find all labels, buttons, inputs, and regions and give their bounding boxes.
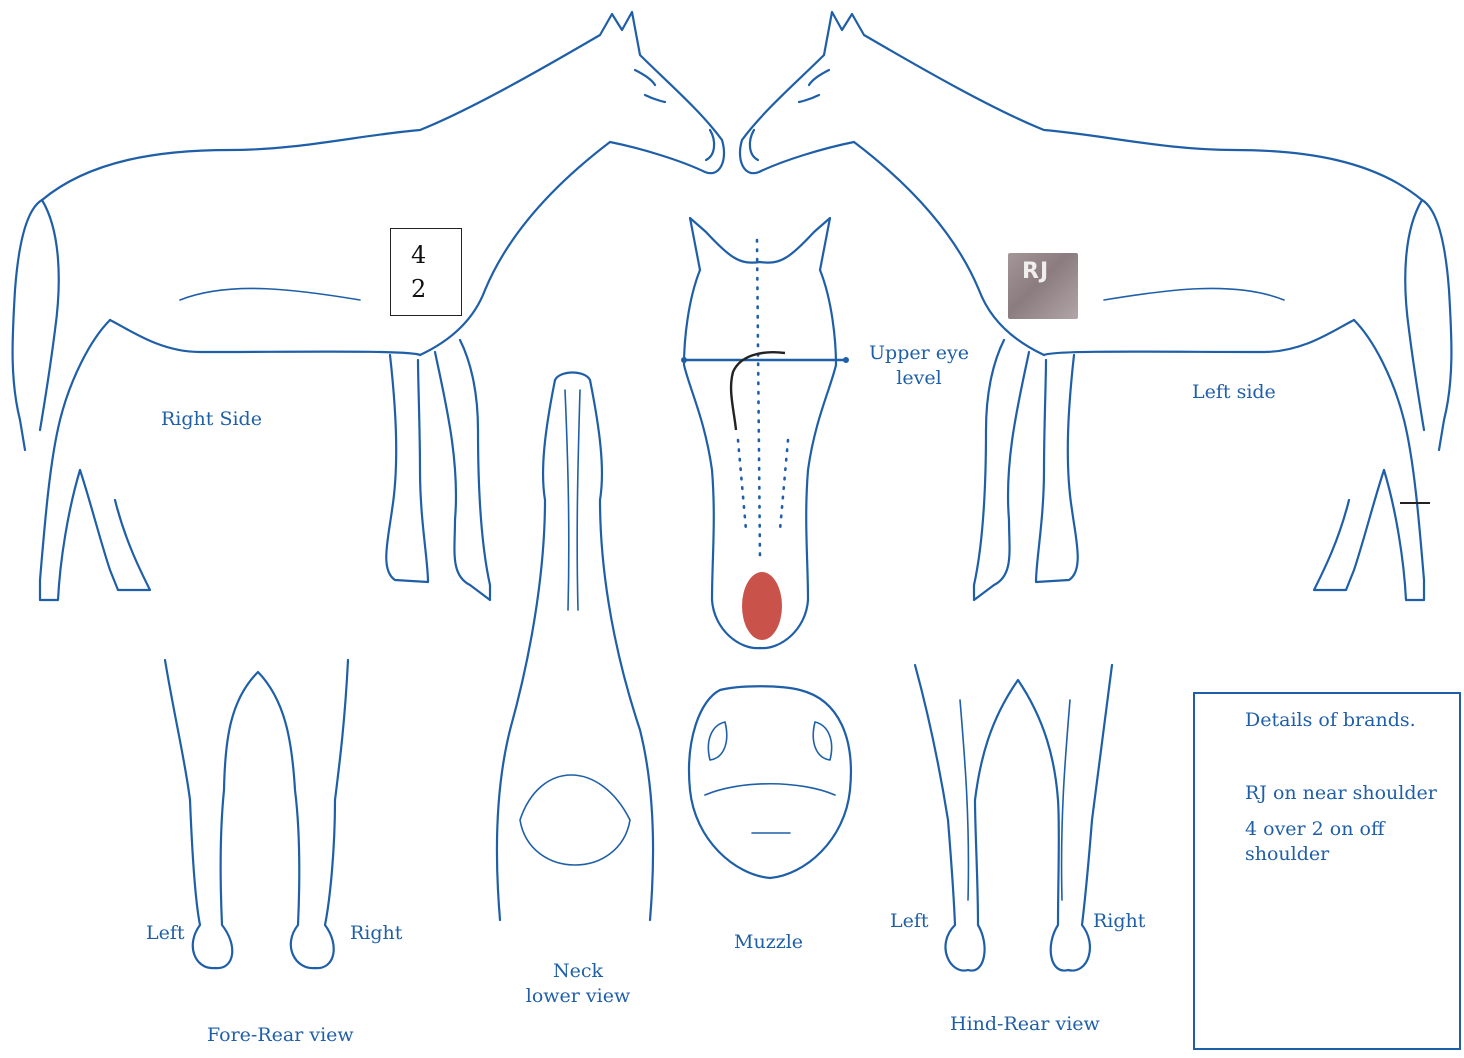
fore-right-label: Right: [350, 921, 402, 946]
details-rj-line: RJ on near shoulder: [1245, 781, 1437, 806]
fore-rear-view-label: Fore-Rear view: [207, 1023, 354, 1048]
hind-rear-view-outline: [915, 665, 1112, 971]
neck-lower-view-outline: [497, 373, 653, 921]
muzzle-snip-mark: [742, 572, 782, 640]
brand-bottom-digit: 2: [411, 275, 426, 303]
upper-eye-level-label: Upper eye level: [866, 341, 972, 391]
hind-rear-view-label: Hind-Rear view: [950, 1012, 1100, 1037]
fore-rear-view-outline: [165, 660, 348, 968]
neck-line1: Neck: [516, 959, 640, 984]
neck-lower-view-label: Neck lower view: [516, 959, 640, 1009]
upper-eye-line1: Upper eye: [866, 341, 972, 366]
right-side-label: Right Side: [161, 407, 262, 432]
left-side-horse-outline: [740, 12, 1451, 600]
fore-left-label: Left: [146, 921, 185, 946]
brand-top-digit: 4: [411, 241, 426, 269]
right-side-horse-outline: [13, 12, 724, 600]
details-shoulder-line: shoulder: [1245, 842, 1329, 867]
rj-brand-photo: RJ: [1008, 253, 1078, 319]
brand-details-box: Details of brands. RJ on near shoulder 4…: [1193, 692, 1461, 1050]
hind-right-label: Right: [1093, 909, 1145, 934]
details-4-over-2-line: 4 over 2 on off: [1245, 817, 1384, 842]
muzzle-label: Muzzle: [734, 930, 803, 955]
neck-line2: lower view: [516, 984, 640, 1009]
front-face-outline: [681, 218, 849, 648]
details-heading: Details of brands.: [1245, 708, 1416, 733]
brand-box-4-over-2: 4 2: [390, 228, 462, 316]
hind-left-label: Left: [890, 909, 929, 934]
muzzle-outline: [689, 686, 851, 878]
upper-eye-line2: level: [866, 366, 972, 391]
rj-brand-text: RJ: [1022, 259, 1049, 284]
left-side-label: Left side: [1192, 380, 1276, 405]
